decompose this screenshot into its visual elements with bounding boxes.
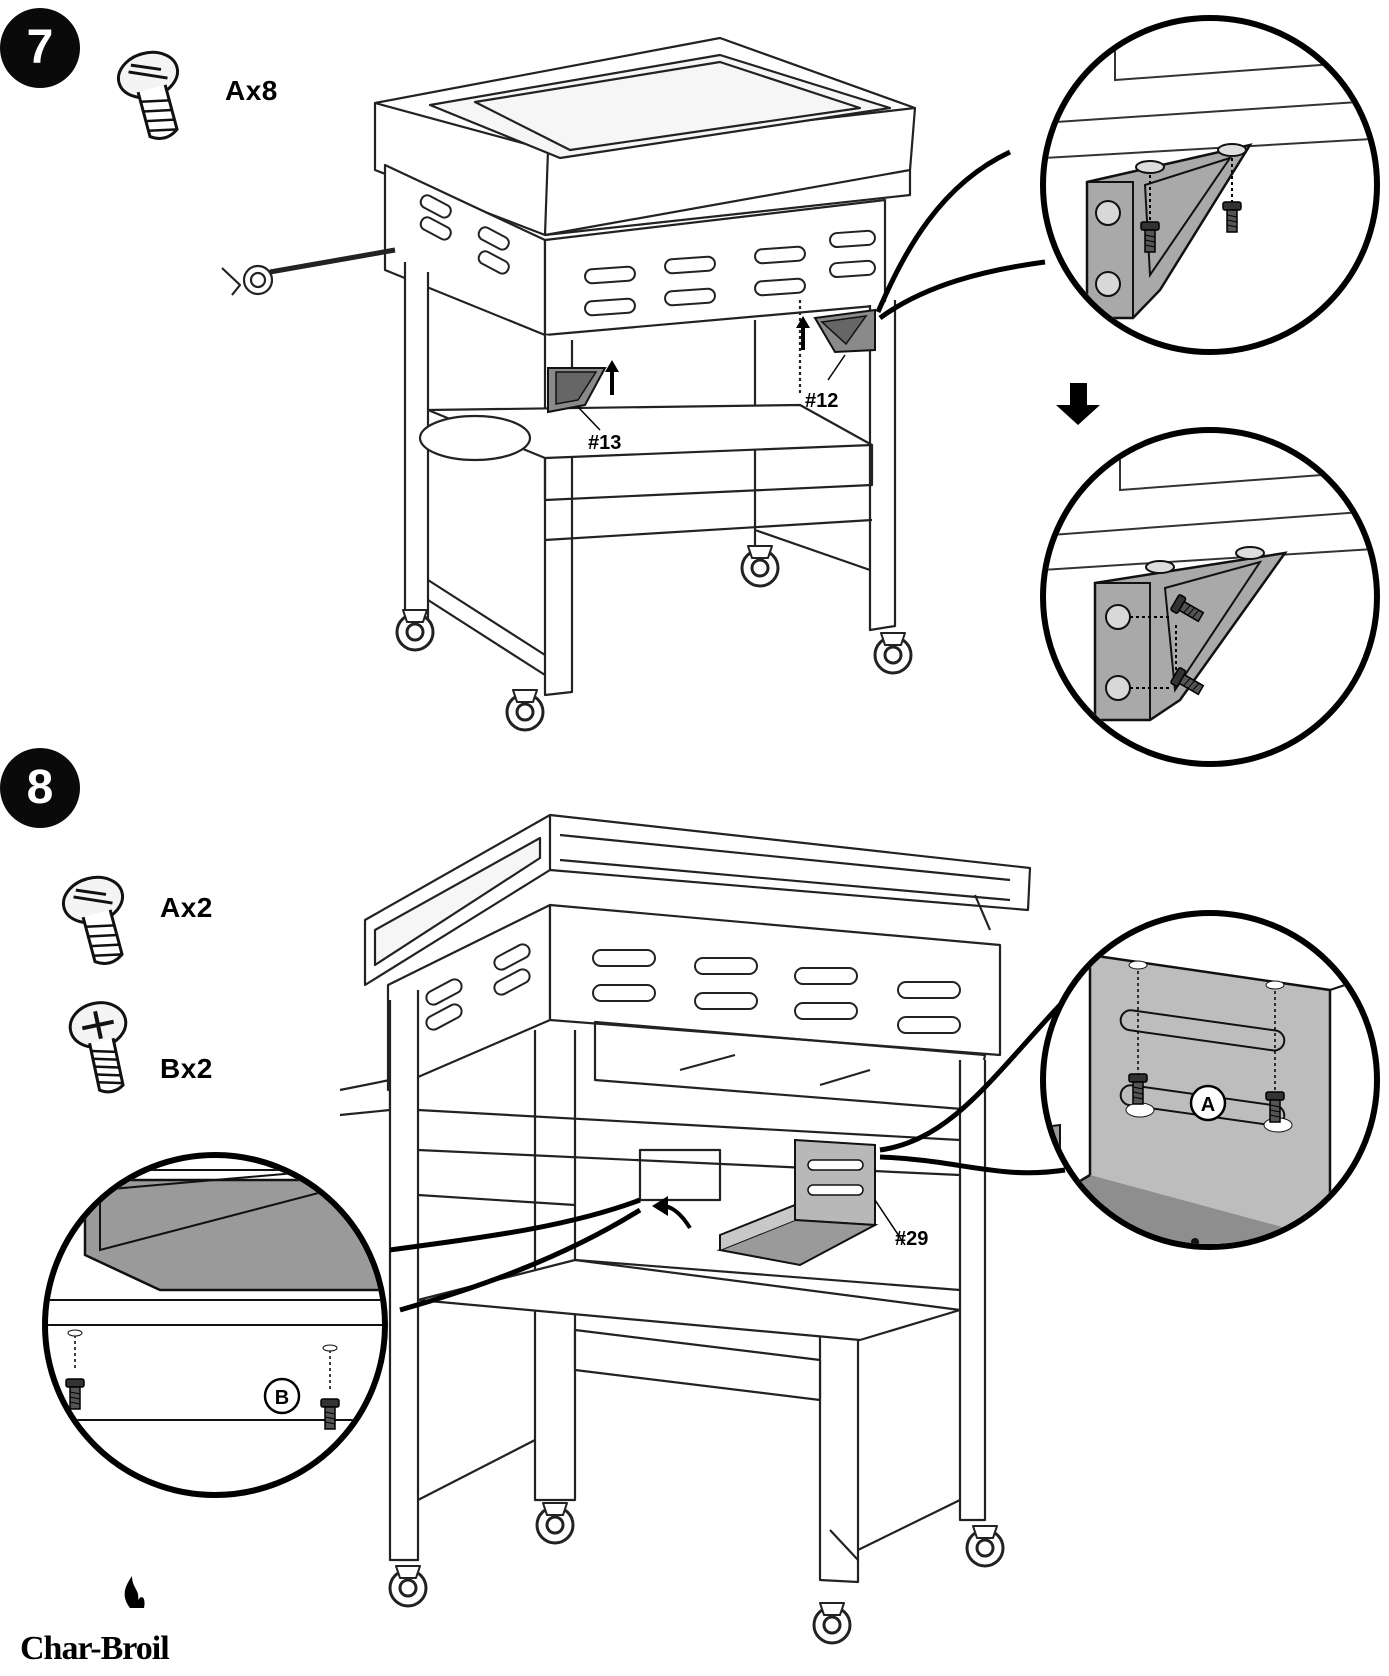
screw-icon <box>64 995 142 1100</box>
detail-circle-step8-right: A <box>1040 910 1380 1250</box>
brand-logo: Char-Broil <box>20 1630 170 1667</box>
callout-letter-b-badge <box>263 1377 301 1415</box>
callout-connector-step8-left <box>389 1197 642 1313</box>
flame-icon <box>124 1576 145 1608</box>
hardware-qty-b-step8: Bx2 <box>160 1053 213 1084</box>
step-number-8: 8 <box>0 748 80 828</box>
callout-connector-step7 <box>875 149 1046 321</box>
part-label-29: #29 <box>895 1228 929 1250</box>
down-arrow-icon <box>1056 383 1100 425</box>
grill-cart-illustration-step7 <box>221 36 917 732</box>
bracket-12 <box>796 308 876 381</box>
callout-letter-b: B <box>275 1387 289 1409</box>
detail-circle-step8-left: B <box>42 1152 388 1498</box>
screw-icon <box>111 44 196 148</box>
detail-circle-step7-after <box>1040 427 1380 767</box>
grill-cart-illustration-step8 <box>339 813 1032 1645</box>
bracket-29 <box>652 1138 906 1267</box>
hardware-qty-a-step7: Ax8 <box>225 75 278 106</box>
hardware-qty-a-step8: Ax2 <box>160 892 213 923</box>
step-number-7: 7 <box>0 8 80 88</box>
part-label-12: #12 <box>805 390 839 412</box>
detail-circle-step7-before <box>1040 15 1380 355</box>
screw-icon <box>56 869 141 973</box>
bracket-13 <box>547 360 619 431</box>
callout-letter-a: A <box>1201 1094 1215 1116</box>
callout-connector-step8-right <box>879 1003 1066 1176</box>
callout-letter-a-badge <box>1189 1084 1227 1122</box>
part-label-13: #13 <box>588 432 622 454</box>
